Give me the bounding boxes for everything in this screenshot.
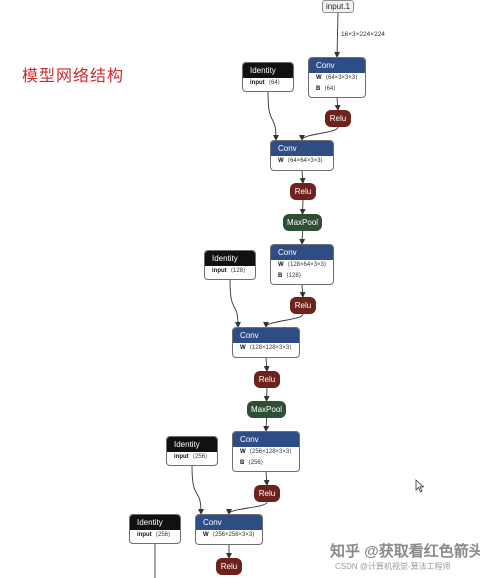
param-value: ⟨128×64×3×3⟩ [287,262,327,268]
param-key: B [316,86,321,92]
edge-relu1-pool0 [299,199,306,215]
identity-node-label: Identity [130,515,180,530]
conv-bias-param: B⟨64⟩ [309,84,365,95]
param-key: input [174,454,189,460]
conv-node-label: Conv [233,432,299,447]
conv-weight-param: W⟨64×64×3×3⟩ [271,156,333,167]
identity-input-param: input⟨256⟩ [130,530,180,541]
param-value: ⟨256⟩ [155,532,171,538]
conv-node-label: Conv [271,141,333,156]
input-node[interactable]: input.1 [322,0,354,13]
param-value: ⟨64⟩ [324,86,336,92]
param-key: W [278,262,284,268]
param-value: ⟨64×3×3×3⟩ [325,75,358,81]
maxpool-node[interactable]: MaxPool [247,401,286,418]
relu-node[interactable]: Relu [290,297,316,314]
identity-input-param: input⟨64⟩ [243,78,293,89]
identity-input-param: input⟨128⟩ [205,266,255,277]
edge-id0-conv1 [267,91,279,141]
conv-node[interactable]: Conv W⟨128×128×3×3⟩ [232,327,300,358]
edge-id1-conv3 [229,279,241,328]
conv-weight-param: W⟨256×256×3×3⟩ [196,530,262,541]
edge-conv1-relu1 [299,170,306,184]
param-value: ⟨256×128×3×3⟩ [249,449,292,455]
input-shape-label: 16×3×224×224 [341,31,385,38]
relu-node[interactable]: Relu [254,371,280,388]
relu-node[interactable]: Relu [216,558,242,575]
identity-node[interactable]: Identity input⟨64⟩ [242,62,294,92]
param-key: B [240,460,245,466]
conv-node[interactable]: Conv W⟨64×3×3×3⟩ B⟨64⟩ [308,57,366,98]
conv-node-label: Conv [233,328,299,343]
maxpool-node[interactable]: MaxPool [283,214,322,231]
param-value: ⟨128⟩ [286,273,302,279]
input-node-label: input.1 [325,2,351,11]
edge-input-conv0 [334,12,341,58]
watermark-source: CSDN @计算机视觉-算法工程师 [335,562,451,571]
identity-node-label: Identity [167,437,217,452]
param-value: ⟨64⟩ [268,80,281,86]
conv-weight-param: W⟨64×3×3×3⟩ [309,73,365,84]
param-key: B [278,273,283,279]
param-key: W [240,345,246,351]
param-key: input [137,532,152,538]
identity-node[interactable]: Identity input⟨256⟩ [166,436,218,466]
identity-input-param: input⟨256⟩ [167,452,217,463]
param-value: ⟨64×64×3×3⟩ [287,158,323,164]
edge-conv2-relu2 [299,284,306,298]
param-value: ⟨256⟩ [248,460,264,466]
param-key: input [212,268,227,274]
relu-node[interactable]: Relu [290,183,316,200]
edge-relu3-pool1 [263,387,270,402]
param-value: ⟨256⟩ [192,454,208,460]
conv-weight-param: W⟨128×128×3×3⟩ [233,343,299,354]
edge-pool1-conv4 [263,417,270,432]
param-value: ⟨128⟩ [230,268,246,274]
edge-conv4-relu4 [263,471,270,486]
relu-node[interactable]: Relu [325,110,351,127]
mouse-cursor-icon [415,479,425,493]
edge-pool0-conv2 [299,230,306,245]
conv-weight-param: W⟨256×128×3×3⟩ [233,447,299,458]
watermark-text: 知乎 @获取看红色箭头 [330,543,480,560]
diagram-title: 模型网络结构 [22,66,125,85]
conv-node-label: Conv [309,58,365,73]
param-value: ⟨128×128×3×3⟩ [249,345,292,351]
identity-node[interactable]: Identity input⟨256⟩ [129,514,181,544]
conv-bias-param: B⟨128⟩ [271,271,333,282]
conv-node-label: Conv [196,515,262,530]
relu-node[interactable]: Relu [254,485,280,502]
edge-conv3-relu3 [263,357,270,372]
conv-node[interactable]: Conv W⟨128×64×3×3⟩ B⟨128⟩ [270,244,334,285]
param-value: ⟨256×256×3×3⟩ [212,532,255,538]
param-key: input [250,80,265,86]
edge-id2-conv5 [191,465,204,515]
param-key: W [203,532,209,538]
edge-relu4-conv5 [226,501,268,515]
edge-conv0-relu0 [334,97,341,111]
identity-node-label: Identity [205,251,255,266]
identity-node-label: Identity [243,63,293,78]
conv-node[interactable]: Conv W⟨256×256×3×3⟩ [195,514,263,545]
conv-node[interactable]: Conv W⟨64×64×3×3⟩ [270,140,334,171]
param-key: W [278,158,284,164]
identity-node[interactable]: Identity input⟨128⟩ [204,250,256,280]
conv-bias-param: B⟨256⟩ [233,458,299,469]
edge-relu2-conv3 [263,313,304,328]
param-key: W [240,449,246,455]
param-key: W [316,75,322,81]
conv-weight-param: W⟨128×64×3×3⟩ [271,260,333,271]
conv-node[interactable]: Conv W⟨256×128×3×3⟩ B⟨256⟩ [232,431,300,472]
conv-node-label: Conv [271,245,333,260]
edge-relu0-conv1 [299,126,339,141]
